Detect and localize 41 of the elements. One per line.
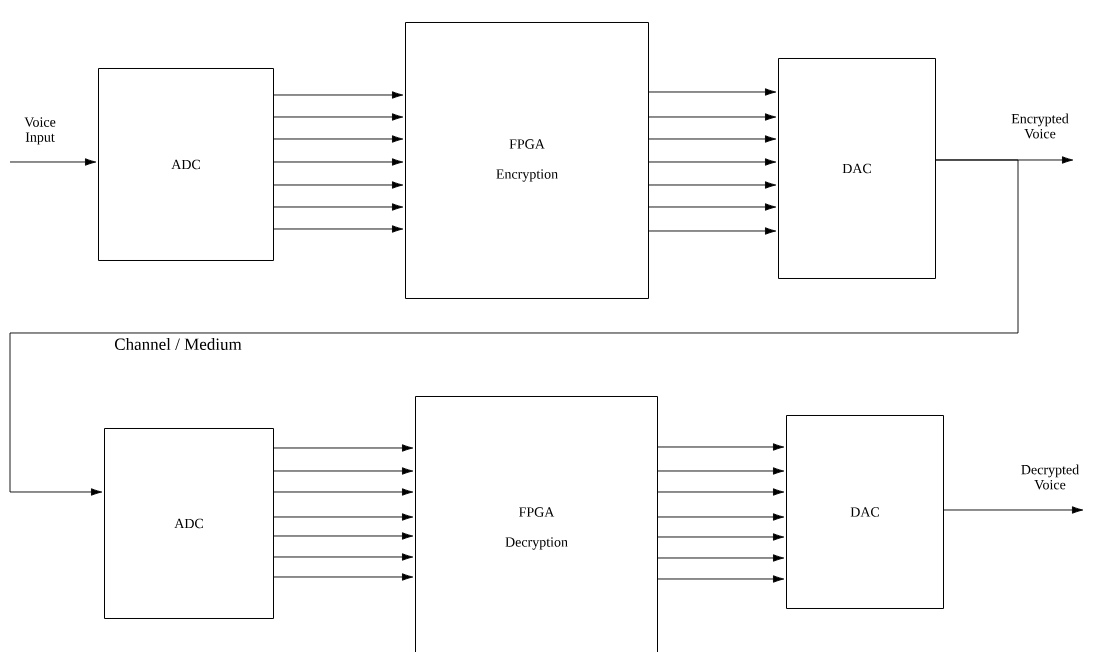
arrow xyxy=(273,513,414,521)
arrow xyxy=(9,159,1019,496)
block-box: DAC xyxy=(786,415,944,609)
arrow xyxy=(648,113,777,121)
block-box: FPGA Decryption xyxy=(415,396,658,652)
arrow xyxy=(648,203,777,211)
block-box: ADC xyxy=(98,68,274,261)
block-box: ADC xyxy=(104,428,274,619)
arrow xyxy=(273,181,404,189)
arrow xyxy=(273,158,404,166)
arrow xyxy=(648,88,777,96)
arrow xyxy=(273,573,414,581)
arrow xyxy=(657,443,785,451)
arrow xyxy=(273,203,404,211)
arrow xyxy=(273,225,404,233)
edge-label: Decrypted Voice xyxy=(1014,463,1086,491)
edge-label: Voice Input xyxy=(16,116,64,146)
arrow xyxy=(273,444,414,452)
arrow xyxy=(657,513,785,521)
arrow xyxy=(273,553,414,561)
arrow xyxy=(657,488,785,496)
arrow xyxy=(648,181,777,189)
edge-label: Encrypted Voice xyxy=(1004,112,1076,140)
arrow xyxy=(9,158,97,166)
arrow xyxy=(657,554,785,562)
arrow xyxy=(273,532,414,540)
edge-label: Channel / Medium xyxy=(113,337,243,351)
arrow xyxy=(648,135,777,143)
arrow xyxy=(657,533,785,541)
arrow xyxy=(273,113,404,121)
arrow xyxy=(273,467,414,475)
arrow xyxy=(273,135,404,143)
arrow xyxy=(273,488,414,496)
block-box: FPGA Encryption xyxy=(405,22,649,299)
arrow xyxy=(648,227,777,235)
arrow xyxy=(648,158,777,166)
arrow xyxy=(657,467,785,475)
arrow xyxy=(657,575,785,583)
arrow xyxy=(273,91,404,99)
arrow xyxy=(943,506,1084,514)
block-box: DAC xyxy=(778,58,936,279)
